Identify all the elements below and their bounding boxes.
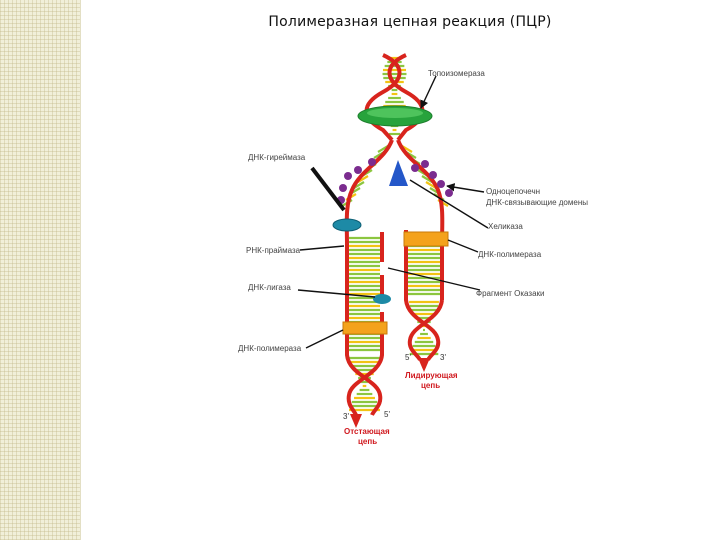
topoisomerase-highlight: [367, 108, 423, 118]
rna-primase-label: РНК-праймаза: [246, 246, 301, 255]
rna-primase-shape: [332, 218, 362, 232]
okazaki-leader: [387, 267, 481, 291]
dna-polymerase-left-label: ДНК-полимераза: [238, 344, 302, 353]
dna-ligase-label: ДНК-лигаза: [248, 283, 291, 292]
helicase-shape: [389, 160, 408, 186]
base-pair-rung: [421, 175, 433, 183]
leading-strand-label-line1: Лидирующая: [405, 371, 458, 380]
dna-gyrase-leader: [310, 166, 346, 212]
leading-end-5: 5': [405, 353, 411, 362]
dna-polymerase-right-label: ДНК-полимераза: [478, 250, 542, 259]
right-arm-end-marker: [418, 358, 430, 372]
base-pair-rung: [425, 181, 437, 189]
leading-strand-label-line2: цепь: [421, 381, 440, 390]
slide-title: Полимеразная цепная реакция (ПЦР): [268, 14, 552, 30]
dna-gyrase-label: ДНК-гиреймаза: [248, 153, 306, 162]
dna-ligase-leader: [297, 289, 376, 298]
lagging-strand-label-line1: Отстающая: [344, 427, 390, 436]
base-pair-rung: [353, 181, 365, 189]
left-helix-strand-a: [345, 320, 383, 416]
left-arm-outer-strand: [344, 139, 394, 320]
lagging-end-3: 3': [343, 412, 349, 421]
base-pair-rung: [357, 175, 369, 183]
helicase-label: Хеликаза: [488, 222, 523, 231]
right-helix-strand-b: [404, 230, 441, 361]
lagging-end-5: 5': [384, 410, 390, 419]
okazaki-label: Фрагмент Оказаки: [476, 289, 545, 298]
dna-polymerase-right-shape: [403, 231, 449, 247]
right-helix-strand-a: [407, 299, 444, 361]
rna-primase-leader: [299, 245, 345, 251]
helicase-leader: [409, 179, 489, 229]
dna-ligase-shape: [373, 294, 391, 304]
left-helix-strand-b: [346, 330, 384, 416]
ssb-label-line1: Одноцепочечн: [486, 187, 540, 196]
dna-polymerase-left-shape: [342, 321, 388, 335]
ssb-leader: [446, 183, 485, 193]
leading-end-3: 3': [440, 353, 446, 362]
topoisomerase-label: Топоизомераза: [428, 69, 485, 78]
dna-polymerase-right-leader: [447, 239, 479, 253]
ssb-label-line2: ДНК-связывающие домены: [486, 198, 588, 207]
side-pattern-panel: [0, 0, 81, 540]
lagging-strand-label-line2: цепь: [358, 437, 377, 446]
dna-polymerase-left-leader: [305, 329, 344, 349]
topoisomerase-leader: [420, 75, 437, 109]
left-arm-end-marker: [350, 414, 362, 428]
